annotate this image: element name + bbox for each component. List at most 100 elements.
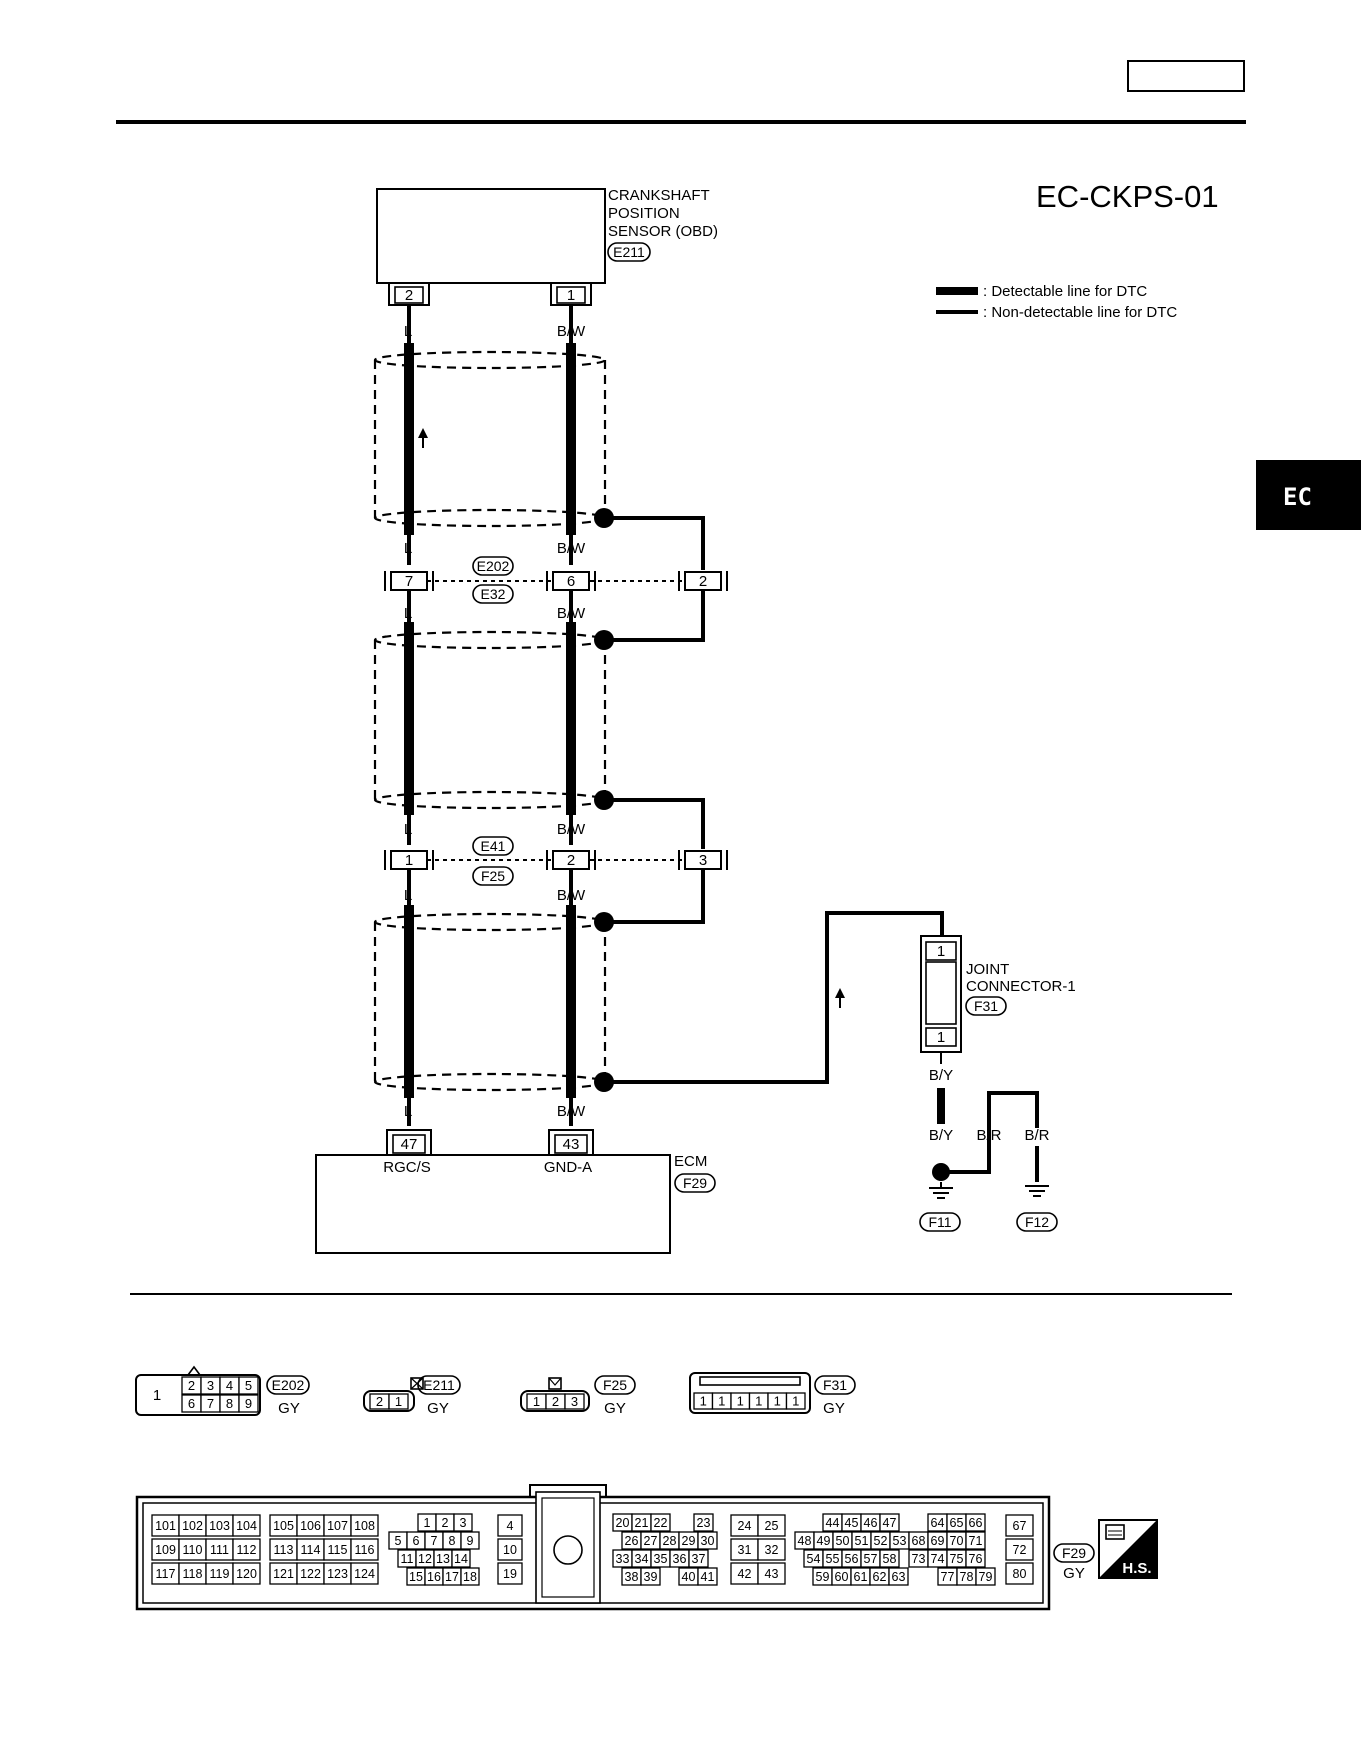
cavity-number: 121 — [273, 1567, 294, 1581]
ground-1-oval — [919, 1212, 961, 1232]
cavity-number: 113 — [274, 1543, 294, 1557]
cavity-number: 73 — [912, 1552, 926, 1566]
ground-symbol-2 — [1025, 1185, 1049, 1197]
sensor-pin-right: 1 — [550, 283, 592, 306]
cavity-number: 11 — [401, 1552, 414, 1566]
cavity-number: 23 — [697, 1516, 711, 1530]
e202-color: GY — [278, 1400, 300, 1417]
cavity — [232, 1562, 261, 1585]
cavity-number: 109 — [155, 1543, 176, 1557]
cavity — [238, 1376, 259, 1395]
cavity-number: 108 — [354, 1519, 375, 1533]
cavity-number: 49 — [817, 1534, 831, 1548]
cavity-number: 5 — [395, 1534, 402, 1548]
cavity — [350, 1562, 379, 1585]
ecm-pin-right: 43 — [548, 1129, 594, 1155]
cavity-number: 1 — [395, 1394, 402, 1409]
cavity-number: 50 — [836, 1534, 850, 1548]
cavity-number: 1 — [718, 1394, 725, 1409]
f29-oval — [1053, 1543, 1095, 1563]
wire-label-bw-4: B/W — [557, 821, 586, 838]
cavity-number: 59 — [816, 1570, 830, 1584]
cavity — [232, 1514, 261, 1537]
cavity-number: 41 — [701, 1570, 715, 1584]
cavity — [350, 1514, 379, 1537]
cavity-number: 2 — [442, 1516, 449, 1530]
junction1-pin-left: 7 — [384, 571, 434, 591]
svg-text:1: 1 — [937, 943, 945, 960]
e211-id: E211 — [423, 1377, 455, 1393]
signal-arrow-2-head — [835, 988, 845, 998]
cavity — [1005, 1562, 1034, 1585]
cavity — [238, 1394, 259, 1413]
cavity — [497, 1538, 523, 1561]
svg-text:47: 47 — [401, 1136, 418, 1153]
ground-2-label: F12 — [1025, 1214, 1049, 1230]
cavity — [388, 1393, 409, 1410]
hs-badge-label: H.S. — [1122, 1560, 1151, 1577]
cavity-number: 112 — [237, 1543, 257, 1557]
side-tab[interactable] — [1256, 460, 1361, 530]
cavity-number: 36 — [673, 1552, 687, 1566]
cavity-number: 1 — [755, 1394, 762, 1409]
wire-label-l-2: L — [404, 540, 412, 557]
cavity-number: 9 — [467, 1534, 474, 1548]
cavity-number: 2 — [552, 1394, 559, 1409]
wire-label-bw-6: B/W — [557, 1103, 586, 1120]
cavity-number: 34 — [635, 1552, 649, 1566]
cavity-number: 47 — [883, 1516, 897, 1530]
cavity-number: 64 — [931, 1516, 945, 1530]
cavity-number: 114 — [301, 1543, 321, 1557]
cavity — [564, 1393, 585, 1410]
cavity-number: 123 — [327, 1567, 348, 1581]
cavity-number: 3 — [460, 1516, 467, 1530]
cavity-number: 110 — [183, 1543, 203, 1557]
ecm-name: ECM — [674, 1153, 707, 1170]
cavity-number: 22 — [654, 1516, 668, 1530]
cavity-number: 117 — [156, 1567, 176, 1581]
cavity-number: 60 — [835, 1570, 849, 1584]
legend-detectable-swatch — [936, 287, 978, 295]
cavity-number: 12 — [418, 1552, 432, 1566]
cavity-number: 57 — [864, 1552, 878, 1566]
cavity-number: 6 — [413, 1534, 420, 1548]
joint-wire-by-2: B/Y — [929, 1127, 953, 1144]
cavity-number: 104 — [236, 1519, 257, 1533]
cavity-number: 115 — [328, 1543, 348, 1557]
cavity-number: 55 — [826, 1552, 840, 1566]
cavity-number: 9 — [245, 1396, 252, 1411]
cavity-number: 16 — [427, 1570, 441, 1584]
cavity-number: 20 — [616, 1516, 630, 1530]
junction2-bottom-connector: F25 — [481, 868, 505, 884]
svg-text:7: 7 — [405, 573, 413, 590]
cavity — [453, 1513, 473, 1532]
cavity-number: 51 — [855, 1534, 869, 1548]
svg-text:2: 2 — [567, 852, 575, 869]
wire-label-bw-5: B/W — [557, 887, 586, 904]
cavity-number: 124 — [354, 1567, 375, 1581]
junction1-top-oval — [472, 556, 514, 576]
cavity-number: 72 — [1013, 1543, 1027, 1557]
f31-color: GY — [823, 1400, 845, 1417]
cavity-number: 2 — [188, 1378, 195, 1393]
svg-text:6: 6 — [567, 573, 575, 590]
junction2-pin-shield: 3 — [678, 850, 728, 870]
cavity — [757, 1562, 786, 1585]
cavity — [1005, 1514, 1034, 1537]
cavity — [497, 1562, 523, 1585]
ecm-box — [315, 1154, 671, 1254]
sensor-pin-left: 2 — [388, 283, 430, 306]
svg-text:1: 1 — [153, 1387, 161, 1404]
cavity-number: 32 — [765, 1543, 779, 1557]
f31-oval — [814, 1375, 856, 1395]
junction2-pin-left: 1 — [384, 850, 434, 870]
cavity-number: 68 — [912, 1534, 926, 1548]
cavity-number: 77 — [941, 1570, 955, 1584]
cavity-number: 45 — [845, 1516, 859, 1530]
cavity-number: 2 — [376, 1394, 383, 1409]
shield-wire-3 — [604, 798, 705, 849]
e211-oval — [417, 1375, 461, 1395]
cavity-number: 120 — [236, 1567, 257, 1581]
